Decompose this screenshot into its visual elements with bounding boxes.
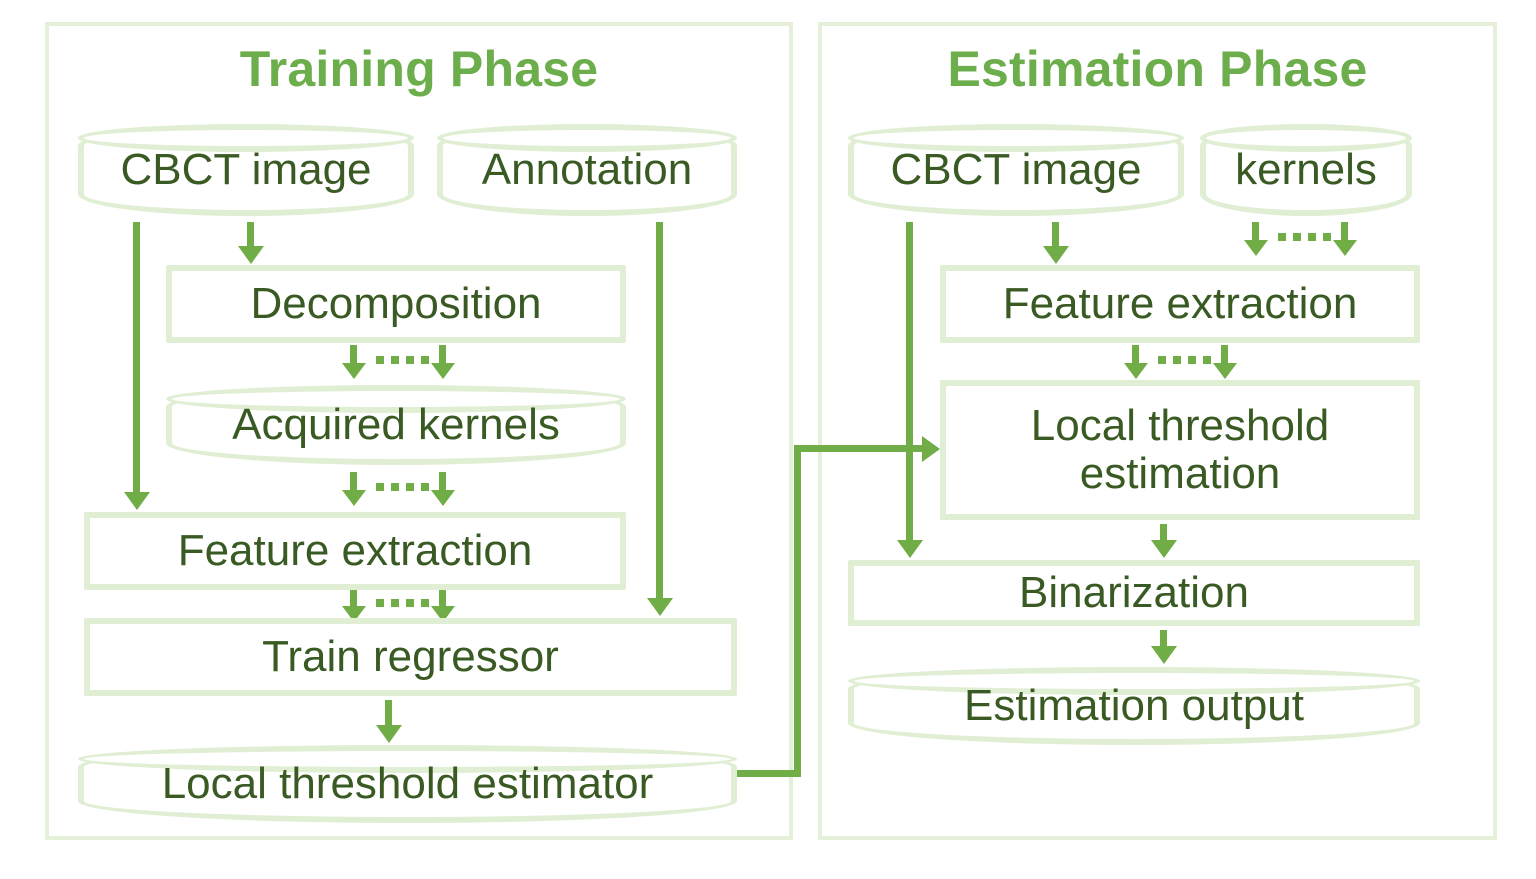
arrow-head-icon bbox=[1132, 345, 1139, 363]
node-label: Feature extraction bbox=[1002, 279, 1358, 329]
arrow-head-icon bbox=[350, 472, 357, 490]
arrow-acquired-kernels-to-feature-extraction bbox=[350, 472, 446, 506]
node-estimation-output: Estimation output bbox=[848, 667, 1420, 745]
arrow-cbct-to-feature-extraction-estimation bbox=[1042, 222, 1069, 264]
arrow-kernels-to-feature-extraction bbox=[1252, 222, 1348, 256]
node-cbct-image-estimation: CBCT image bbox=[848, 124, 1184, 216]
dotted-segment-icon bbox=[1278, 233, 1331, 241]
arrow-decomposition-to-acquired-kernels bbox=[350, 345, 446, 379]
connector-estimator-segment-horizontal-bottom bbox=[735, 770, 801, 777]
node-label: Feature extraction bbox=[177, 526, 533, 576]
node-label: CBCT image bbox=[120, 145, 372, 195]
dotted-segment-icon bbox=[376, 483, 429, 491]
arrow-feature-extraction-to-train-regressor bbox=[350, 588, 446, 622]
dotted-segment-icon bbox=[376, 356, 429, 364]
node-label: Annotation bbox=[481, 145, 693, 195]
arrow-head-icon bbox=[350, 588, 357, 606]
node-acquired-kernels: Acquired kernels bbox=[166, 385, 626, 465]
arrow-train-regressor-to-local-threshold-estimator bbox=[375, 700, 402, 743]
panel-estimation-title: Estimation Phase bbox=[947, 41, 1368, 97]
arrow-head-icon bbox=[1042, 246, 1069, 264]
arrow-head-icon bbox=[1221, 345, 1228, 363]
arrow-head-icon bbox=[1150, 540, 1177, 558]
node-local-threshold-estimation: Local threshold estimation bbox=[940, 380, 1420, 520]
arrow-head-icon bbox=[1150, 646, 1177, 664]
node-decomposition: Decomposition bbox=[166, 265, 626, 343]
arrow-head-icon bbox=[439, 588, 446, 606]
node-label: Decomposition bbox=[250, 279, 542, 329]
dotted-segment-icon bbox=[376, 599, 429, 607]
arrow-head-icon bbox=[123, 492, 150, 510]
node-annotation: Annotation bbox=[437, 124, 737, 216]
arrow-head-icon bbox=[922, 435, 940, 462]
node-label-line-1: Local threshold bbox=[1030, 401, 1330, 451]
arrow-annotation-to-train-regressor bbox=[646, 222, 673, 616]
arrow-head-icon bbox=[1252, 222, 1259, 240]
arrow-cbct-to-decomposition bbox=[237, 222, 264, 264]
arrow-head-icon bbox=[439, 345, 446, 363]
connector-estimator-segment-vertical bbox=[794, 445, 801, 777]
arrow-cbct-to-feature-extraction-training bbox=[123, 222, 150, 510]
dotted-segment-icon bbox=[1158, 356, 1211, 364]
node-label: Local threshold estimator bbox=[161, 759, 654, 809]
node-binarization: Binarization bbox=[848, 560, 1420, 626]
node-feature-extraction-training: Feature extraction bbox=[84, 512, 626, 590]
arrow-local-threshold-estimation-to-binarization bbox=[1150, 524, 1177, 558]
node-train-regressor: Train regressor bbox=[84, 618, 737, 696]
arrow-cbct-to-binarization bbox=[896, 222, 923, 558]
node-label: Train regressor bbox=[262, 632, 559, 682]
arrow-binarization-to-estimation-output bbox=[1150, 630, 1177, 664]
node-label: kernels bbox=[1235, 145, 1377, 195]
arrow-head-icon bbox=[439, 472, 446, 490]
node-feature-extraction-estimation: Feature extraction bbox=[940, 265, 1420, 343]
arrow-head-icon bbox=[350, 345, 357, 363]
arrow-head-icon bbox=[646, 598, 673, 616]
arrow-head-icon bbox=[1341, 222, 1348, 240]
node-kernels: kernels bbox=[1200, 124, 1412, 216]
node-cbct-image-training: CBCT image bbox=[78, 124, 414, 216]
panel-training-title: Training Phase bbox=[239, 41, 599, 97]
node-local-threshold-estimator: Local threshold estimator bbox=[78, 745, 737, 823]
node-label: CBCT image bbox=[890, 145, 1142, 195]
node-label: Acquired kernels bbox=[232, 400, 560, 450]
arrow-head-icon bbox=[237, 246, 264, 264]
arrow-head-icon bbox=[375, 725, 402, 743]
node-label: Estimation output bbox=[964, 681, 1304, 731]
node-label: Binarization bbox=[1019, 568, 1249, 618]
arrow-head-icon bbox=[896, 540, 923, 558]
connector-estimator-to-local-threshold-estimation bbox=[794, 435, 940, 462]
node-label-line-2: estimation bbox=[1079, 449, 1281, 498]
arrow-feature-extraction-to-local-threshold-estimation bbox=[1132, 345, 1228, 379]
